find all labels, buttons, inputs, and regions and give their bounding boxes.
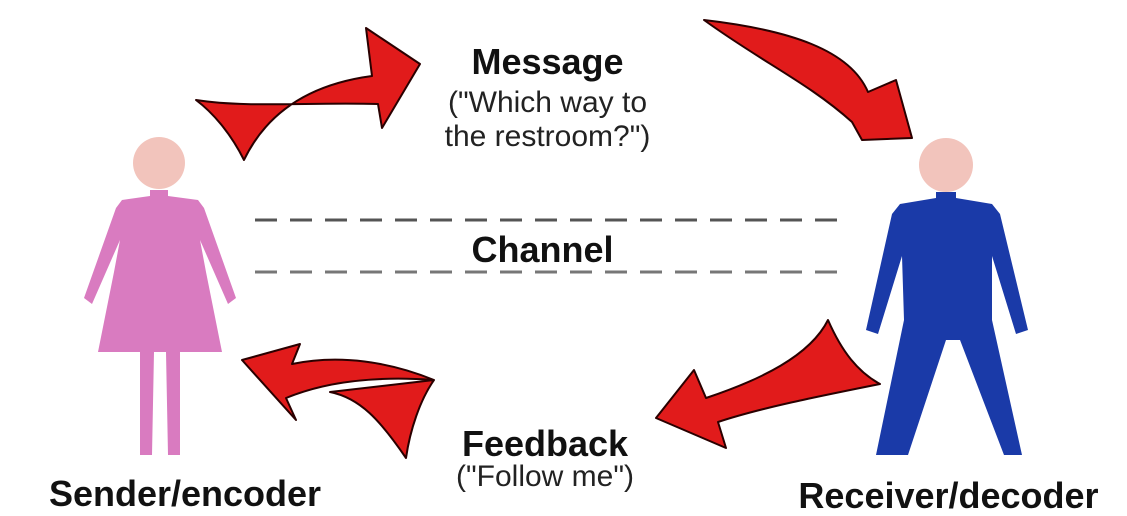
arrow-receiver-to-feedback <box>655 319 881 449</box>
message-example-line1: ("Which way to <box>447 86 648 119</box>
sender-label: Sender/encoder <box>48 473 322 514</box>
receiver-figure <box>866 138 1028 455</box>
arrow-feedback-to-sender <box>241 343 435 459</box>
receiver-head <box>919 138 973 192</box>
message-example-line2: the restroom?") <box>444 120 651 153</box>
feedback-example: ("Follow me") <box>456 460 634 493</box>
arrow-message-to-receiver <box>703 19 913 141</box>
message-title: Message <box>471 41 624 82</box>
sender-body <box>84 190 236 455</box>
channel-label: Channel <box>471 229 614 270</box>
arrow-sender-to-message <box>195 27 421 161</box>
feedback-title: Feedback <box>461 423 629 464</box>
sender-head <box>133 137 185 189</box>
sender-figure <box>84 137 236 455</box>
receiver-body <box>866 192 1028 455</box>
receiver-label: Receiver/decoder <box>798 475 1099 516</box>
